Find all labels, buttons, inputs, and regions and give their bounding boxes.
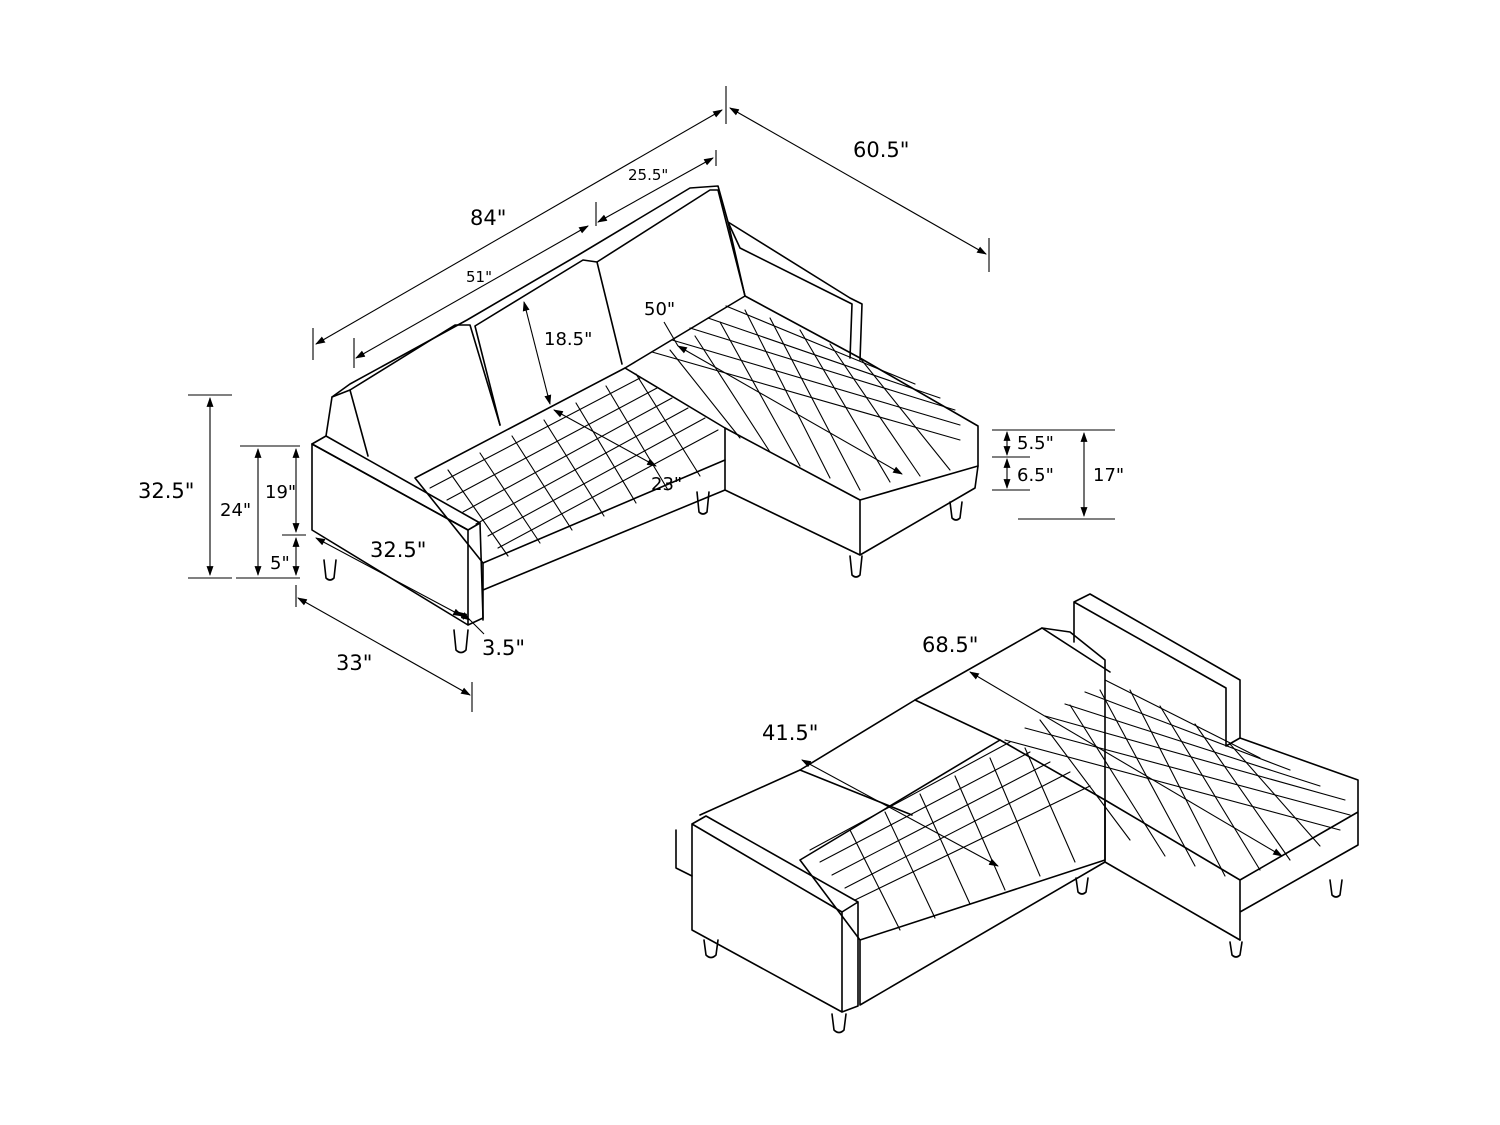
label-bed-width: 41.5" <box>762 721 818 745</box>
chaise-base <box>724 459 979 556</box>
dim-sofa-depth: 33" <box>295 585 473 712</box>
bed-chaise-base <box>1104 799 1241 941</box>
back-cushion-right <box>596 189 746 297</box>
label-cushion-thickness: 5.5" <box>1017 433 1054 454</box>
bed-platform <box>699 627 1106 816</box>
chaise-arm <box>727 221 863 361</box>
label-chaise-height: 17" <box>1093 465 1124 486</box>
label-overall-length: 84" <box>470 206 506 230</box>
sofa-back-frame <box>331 185 746 398</box>
sofa-leg <box>453 629 469 654</box>
label-arm-width: 3.5" <box>482 636 525 660</box>
dim-leg-height: 5" <box>270 537 300 576</box>
back-cushion-left <box>349 324 501 457</box>
label-bed-length: 68.5" <box>922 633 978 657</box>
bed-rear-arm <box>1073 593 1241 747</box>
label-back-height: 24" <box>220 500 251 521</box>
sofa-seat-cushion <box>414 367 726 564</box>
chaise-seat-cushion <box>624 295 979 501</box>
dim-overall-height: 32.5" <box>138 394 232 579</box>
label-overall-height: 32.5" <box>138 479 194 503</box>
sofa-leg <box>949 501 963 521</box>
sofa-leg <box>696 491 710 515</box>
label-overall-depth: 60.5" <box>853 138 909 162</box>
dim-back-height: 24" <box>220 445 300 579</box>
label-back-cushion-width: 25.5" <box>628 166 668 184</box>
label-seat-height: 19" <box>265 482 296 503</box>
sofa-left-arm-top <box>311 389 481 531</box>
label-leg-height: 5" <box>270 553 290 574</box>
dim-chaise-depth: 50" <box>644 299 903 475</box>
label-base-thickness: 6.5" <box>1017 465 1054 486</box>
dim-chaise-heights: 5.5" 6.5" 17" <box>992 429 1124 520</box>
label-seat-depth: 23" <box>651 474 682 495</box>
chaise-seat-tufting <box>651 305 961 491</box>
dim-overall-depth: 60.5" <box>729 107 990 272</box>
dim-seat-width: 51" <box>353 225 589 368</box>
label-seat-width: 51" <box>466 268 492 286</box>
dim-bed-width: 41.5" <box>762 721 999 867</box>
dim-bed-length: 68.5" <box>922 633 1283 857</box>
bed-leg <box>1229 941 1243 958</box>
label-back-cushion-height: 18.5" <box>544 329 592 350</box>
sofa-bed-view: 68.5" 41.5" <box>675 593 1359 1034</box>
bed-leg <box>1075 877 1089 895</box>
dim-seat-depth: 23" <box>553 409 682 495</box>
label-sofa-depth: 33" <box>336 651 372 675</box>
bed-leg <box>1329 879 1343 898</box>
dim-back-cushion-height: 18.5" <box>522 301 592 405</box>
sofa-upright-view: 84" 60.5" 25.5" 51" 18.5" 50" <box>138 86 1124 712</box>
sofa-base <box>482 489 726 621</box>
bed-seat-block <box>799 739 1106 1006</box>
bed-left-arm-back <box>675 829 693 877</box>
dim-seat-height: 19" <box>265 448 306 536</box>
bed-leg <box>831 1013 847 1034</box>
bed-left-arm <box>691 815 859 1013</box>
bed-leg <box>703 939 719 959</box>
sofa-seat-tufting <box>429 373 719 557</box>
dim-back-cushion-width: 25.5" <box>595 150 717 226</box>
sofa-leg <box>323 559 337 581</box>
dim-arm-length: 32.5" <box>315 537 463 617</box>
label-arm-length: 32.5" <box>370 538 426 562</box>
sofa-leg <box>849 555 863 578</box>
label-chaise-depth: 50" <box>644 299 675 320</box>
